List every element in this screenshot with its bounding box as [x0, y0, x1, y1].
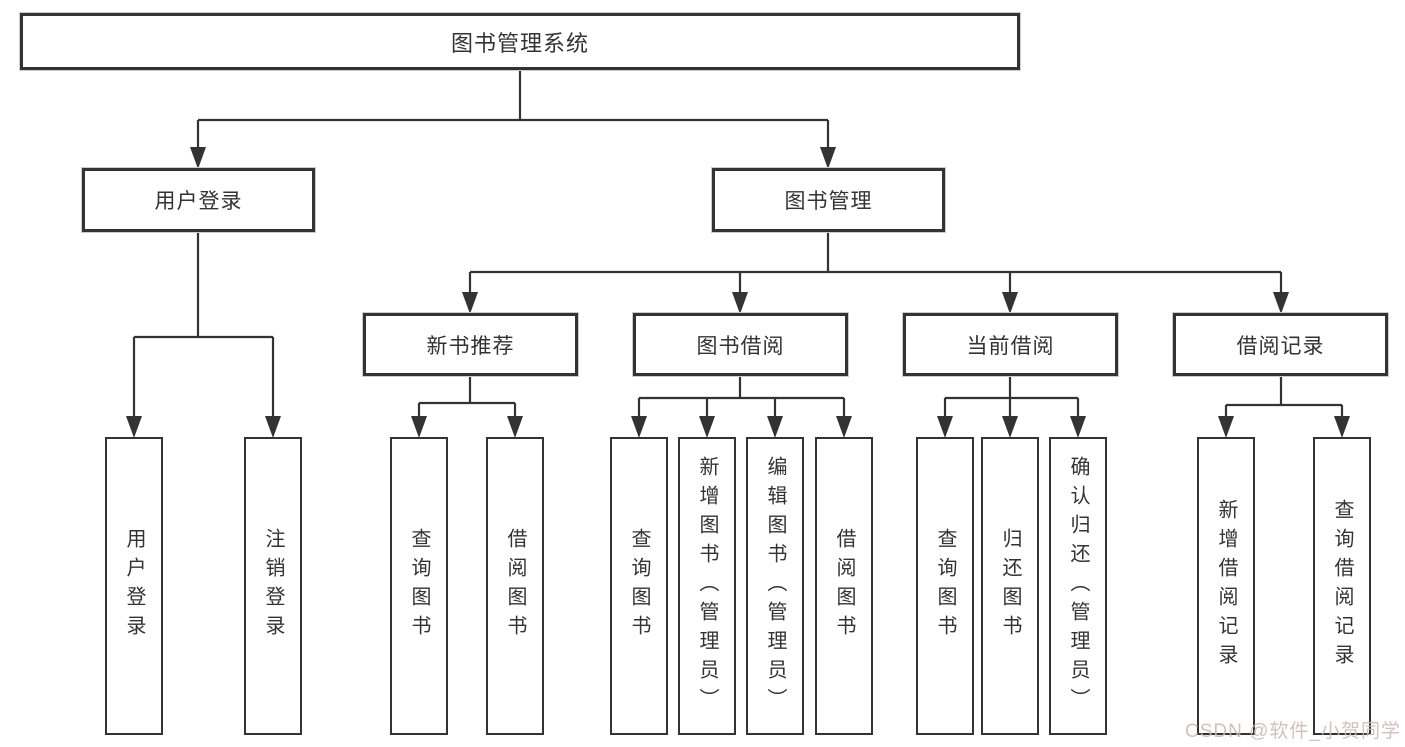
leaf-add-books-admin: 新增图书（管理员） — [678, 437, 736, 735]
leaf-label: 新增借阅记录 — [1215, 499, 1237, 673]
leaf-label: 新增图书（管理员） — [696, 455, 718, 717]
leaf-label: 查询借阅记录 — [1331, 499, 1353, 673]
node-library-system: 图书管理系统 — [20, 13, 1020, 70]
node-label: 用户登录 — [154, 190, 243, 213]
node-label: 当前借阅 — [966, 334, 1055, 358]
leaf-logout: 注销登录 — [244, 437, 302, 735]
leaf-label: 借阅图书 — [504, 528, 526, 644]
leaf-label: 注销登录 — [262, 528, 284, 644]
leaf-label: 查询图书 — [934, 528, 956, 644]
node-user-login: 用户登录 — [82, 168, 315, 232]
csdn-watermark: CSDN @软件_小贺同学 — [1185, 721, 1401, 742]
leaf-label: 用户登录 — [123, 528, 145, 644]
leaf-label: 查询图书 — [408, 528, 430, 644]
leaf-borrow-books-2: 借阅图书 — [815, 437, 873, 735]
leaf-user-login: 用户登录 — [105, 437, 163, 735]
node-book-management: 图书管理 — [712, 168, 945, 232]
node-label: 新书推荐 — [426, 334, 515, 358]
node-new-book-recommend: 新书推荐 — [363, 313, 578, 376]
node-current-borrow: 当前借阅 — [903, 313, 1118, 376]
node-label: 图书管理 — [784, 190, 873, 213]
leaf-edit-books-admin: 编辑图书（管理员） — [746, 437, 804, 735]
leaf-confirm-return-admin: 确认归还（管理员） — [1049, 437, 1107, 735]
leaf-label: 编辑图书（管理员） — [764, 455, 786, 717]
node-label: 借阅记录 — [1236, 334, 1325, 358]
leaf-label: 归还图书 — [999, 528, 1021, 644]
node-label: 图书管理系统 — [450, 30, 589, 56]
leaf-label: 借阅图书 — [833, 528, 855, 644]
leaf-borrow-books-1: 借阅图书 — [486, 437, 544, 735]
leaf-label: 查询图书 — [628, 528, 650, 644]
leaf-add-borrow-record: 新增借阅记录 — [1197, 437, 1255, 735]
leaf-return-books: 归还图书 — [981, 437, 1039, 735]
leaf-query-borrow-record: 查询借阅记录 — [1313, 437, 1371, 735]
node-book-borrow: 图书借阅 — [633, 313, 848, 376]
node-label: 图书借阅 — [696, 334, 785, 358]
leaf-query-books-3: 查询图书 — [916, 437, 974, 735]
leaf-query-books-1: 查询图书 — [390, 437, 448, 735]
node-borrow-records: 借阅记录 — [1173, 313, 1388, 376]
leaf-label: 确认归还（管理员） — [1067, 455, 1089, 717]
leaf-query-books-2: 查询图书 — [610, 437, 668, 735]
